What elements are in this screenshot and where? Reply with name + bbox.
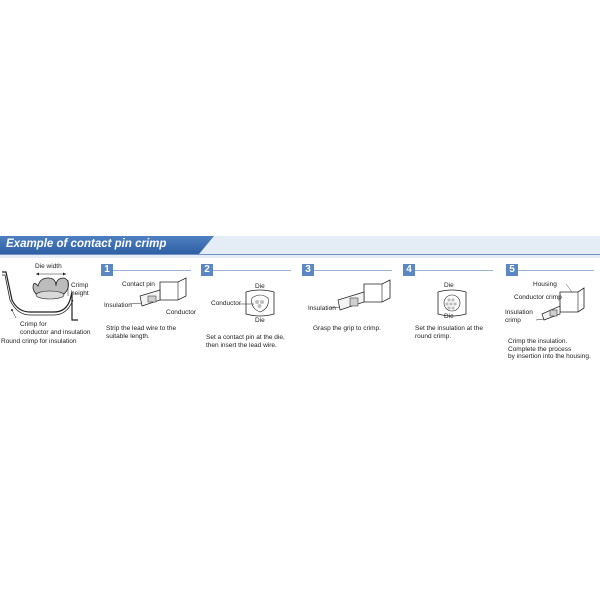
step-2-illustration <box>240 289 275 317</box>
step-4-number: 4 <box>403 264 415 276</box>
crimp-height-label: Crimp height <box>71 282 89 297</box>
section-banner: Example of contact pin crimp <box>0 236 600 258</box>
step-5-housing-label: Housing <box>533 281 557 288</box>
step-4-die-top-label: Die <box>444 282 454 289</box>
banner-tab: Example of contact pin crimp <box>0 236 214 254</box>
step-3-illustration <box>329 279 391 311</box>
step-5-caption: Crimp the insulation. Complete the proce… <box>508 338 591 360</box>
step-4-die-bottom-label: Die <box>444 313 454 320</box>
step-1-insulation-label: Insulation <box>104 302 132 309</box>
step-4-caption: Set the insulation at the round crimp. <box>415 325 483 340</box>
step-2-conductor-label: Conductor <box>211 300 241 307</box>
step-1-contact-pin-label: Contact pin <box>122 281 155 288</box>
step-3-number: 3 <box>302 264 314 276</box>
step-4-rule <box>415 270 493 271</box>
step-5-conductor-crimp-label: Conductor crimp <box>514 294 562 301</box>
crimp-for-label: Crimp for conductor and insulation <box>20 321 91 336</box>
step-3-caption: Grasp the grip to crimp. <box>313 325 381 332</box>
step-2-number: 2 <box>201 264 213 276</box>
step-2-die-bottom-label: Die <box>255 317 265 324</box>
step-1-illustration <box>129 277 187 307</box>
step-2-die-top-label: Die <box>255 283 265 290</box>
die-width-label: Die width <box>35 263 62 270</box>
banner-title: Example of contact pin crimp <box>6 238 167 250</box>
step-3-rule <box>314 270 392 271</box>
round-crimp-label: Round crimp for insulation <box>1 338 77 345</box>
step-1-rule <box>113 270 191 271</box>
step-1-number: 1 <box>101 264 113 276</box>
step-5-illustration <box>535 283 585 321</box>
step-3-insulation-label: Insulation <box>308 305 336 312</box>
step-2-rule <box>213 270 291 271</box>
step-5-rule <box>518 270 594 271</box>
step-1-conductor-label: Conductor <box>166 309 196 316</box>
crimp-cross-section-diagram <box>2 271 78 321</box>
step-2-caption: Set a contact pin at the die, then inser… <box>206 334 285 349</box>
step-1-caption: Strip the lead wire to the suitable leng… <box>106 325 177 340</box>
step-4-illustration <box>437 289 467 317</box>
step-5-number: 5 <box>506 264 518 276</box>
step-5-insulation-crimp-label: Insulation crimp <box>505 309 533 324</box>
banner-underline <box>0 254 600 255</box>
